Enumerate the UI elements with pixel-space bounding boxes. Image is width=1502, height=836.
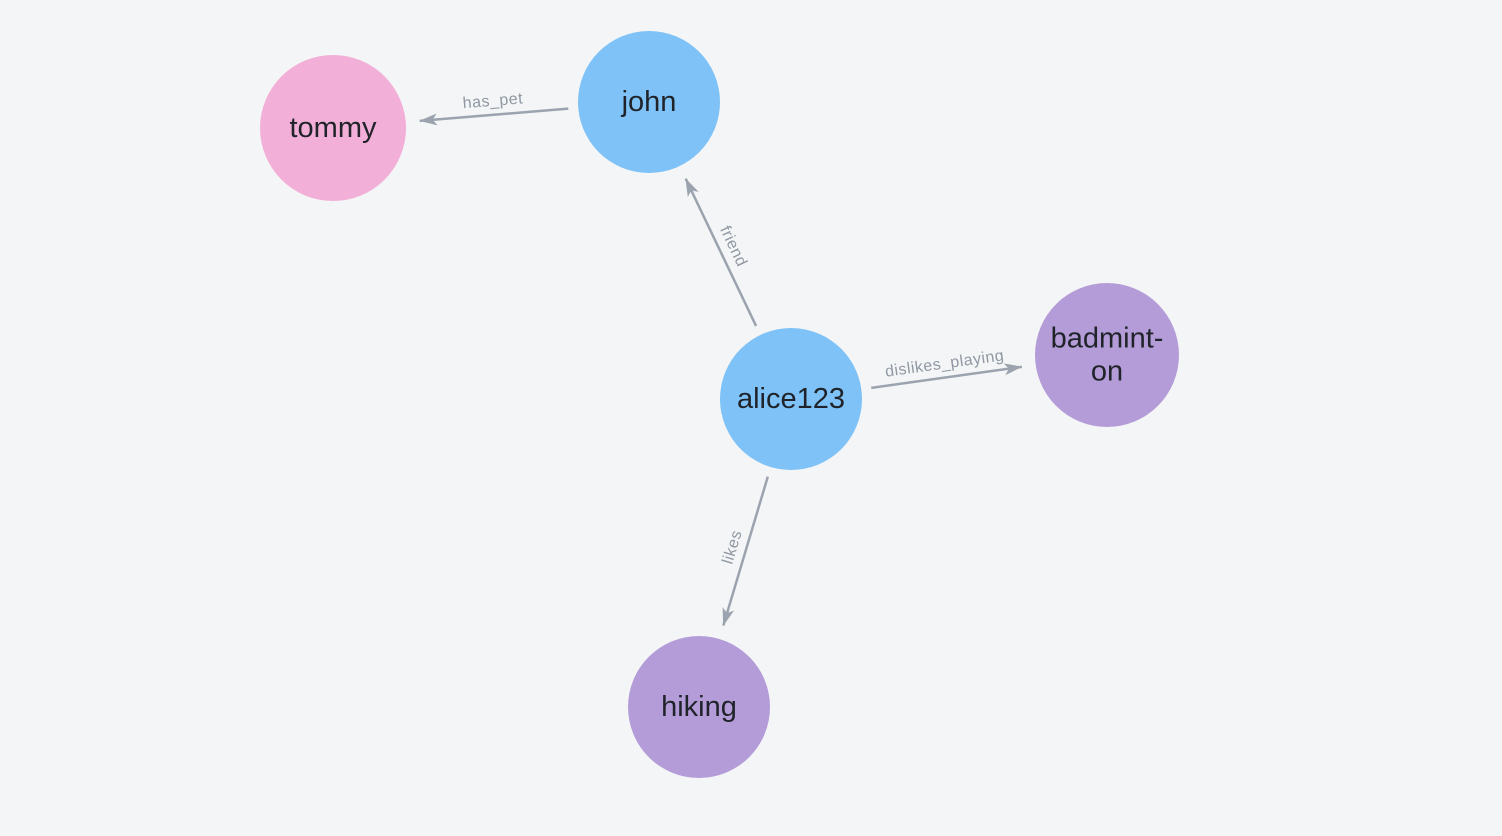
edge-line-friend (684, 178, 758, 327)
edge-line-likes (722, 476, 770, 627)
node-label-badminton: badmint-on (1051, 323, 1164, 388)
node-circle-badminton[interactable] (1035, 283, 1179, 427)
nodes-layer: john tommy alice123 badmint-on hiking (260, 31, 1179, 778)
node-label-alice123: alice123 (737, 383, 845, 415)
node-alice123[interactable]: alice123 (720, 328, 862, 470)
node-badminton[interactable]: badmint-on (1035, 283, 1179, 427)
node-label-tommy: tommy (290, 112, 378, 144)
edge-has_pet[interactable]: has_pet (419, 90, 569, 126)
edge-label-has_pet[interactable]: has_pet (462, 90, 524, 112)
node-label-line: john (621, 86, 677, 118)
node-circle-alice123[interactable] (720, 328, 862, 470)
node-label-hiking: hiking (661, 691, 737, 723)
node-tommy[interactable]: tommy (260, 55, 406, 201)
edge-line-dislikes_playing (871, 363, 1023, 390)
node-label-line: on (1091, 356, 1123, 388)
node-label-line: badmint- (1051, 323, 1164, 355)
node-circle-john[interactable] (578, 31, 720, 173)
node-circle-tommy[interactable] (260, 55, 406, 201)
node-label-line: alice123 (737, 383, 845, 415)
node-label-john: john (621, 86, 677, 118)
node-label-line: tommy (290, 112, 378, 144)
node-hiking[interactable]: hiking (628, 636, 770, 778)
node-label-line: hiking (661, 691, 737, 723)
edge-line-has_pet (419, 107, 569, 126)
node-john[interactable]: john (578, 31, 720, 173)
node-circle-hiking[interactable] (628, 636, 770, 778)
